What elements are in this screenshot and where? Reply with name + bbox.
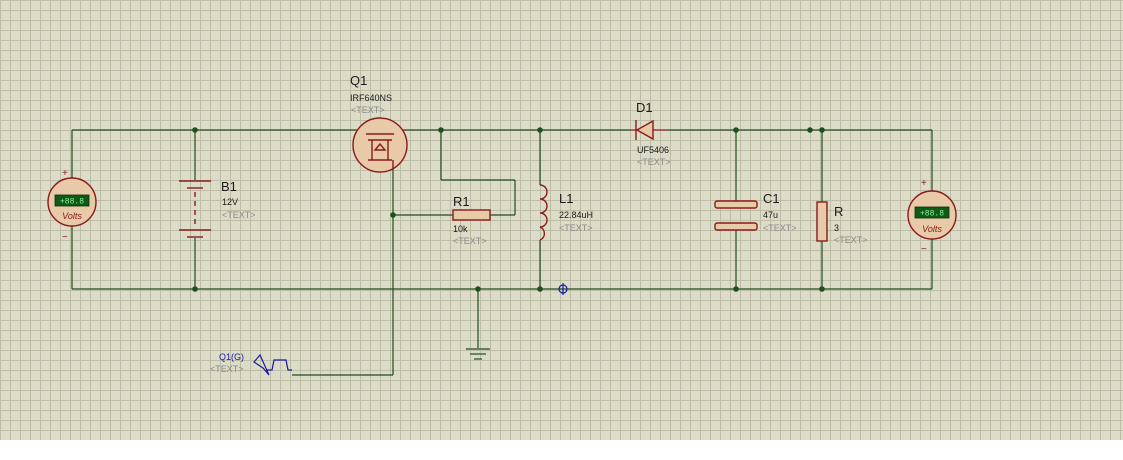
r-ref: R [834, 204, 843, 219]
junction-dot [192, 286, 198, 292]
r1-value: 10k [453, 224, 468, 234]
junction-dot [390, 212, 396, 218]
r1-body [452, 209, 491, 221]
voltmeter-right-minus: − [921, 244, 927, 255]
q1-arrow [373, 142, 387, 151]
b1-ref: B1 [221, 179, 237, 194]
l1-ref: L1 [559, 191, 573, 206]
junction-dot [819, 286, 825, 292]
l1-coil [539, 184, 548, 241]
junctions [192, 127, 825, 292]
voltmeter-right-unit: Volts [922, 224, 942, 234]
junction-dot [192, 127, 198, 133]
voltmeter-right[interactable]: +88.8 Volts + − [907, 178, 957, 255]
voltmeter-right-digits: +88.8 [920, 210, 944, 219]
b1-value: 12V [222, 197, 238, 207]
l1-value: 22.84uH [559, 210, 593, 220]
d1-ref: D1 [636, 100, 653, 115]
junction-dot [819, 127, 825, 133]
q1-tag: <TEXT> [351, 105, 385, 115]
inductor-l1[interactable]: L1 22.84uH <TEXT> [539, 184, 593, 241]
b1-tag: <TEXT> [222, 210, 256, 220]
c1-plate-top [714, 200, 758, 209]
junction-dot [537, 127, 543, 133]
q1-ref: Q1 [350, 73, 367, 88]
generator-tag: <TEXT> [210, 364, 244, 374]
c1-value: 47u [763, 210, 778, 220]
cursor-marker [558, 283, 568, 295]
junction-dot [807, 127, 813, 133]
generator-label: Q1(G) [219, 352, 244, 362]
r-value: 3 [834, 223, 839, 233]
pulse-generator[interactable]: Q1(G) <TEXT> [210, 352, 292, 376]
voltmeter-left[interactable]: +88.8 Volts + − [47, 168, 97, 243]
schematic-drawing: +88.8 Volts + − +88.8 Volts + − B1 12V <… [47, 73, 957, 376]
ground-symbol[interactable] [466, 348, 490, 360]
voltmeter-left-unit: Volts [62, 211, 82, 221]
voltmeter-left-plus: + [62, 168, 68, 179]
capacitor-c1[interactable]: C1 47u <TEXT> [714, 191, 797, 233]
resistor-r1[interactable]: R1 10k <TEXT> [452, 194, 491, 246]
junction-dot [733, 127, 739, 133]
r-tag: <TEXT> [834, 235, 868, 245]
d1-triangle [635, 119, 654, 141]
battery-b1[interactable]: B1 12V <TEXT> [179, 179, 256, 238]
junction-dot [733, 286, 739, 292]
wires [71, 129, 933, 376]
mosfet-q1[interactable]: Q1 IRF640NS <TEXT> [350, 73, 408, 173]
junction-dot [475, 286, 481, 292]
junction-dot [438, 127, 444, 133]
voltmeter-left-display [54, 194, 90, 207]
d1-tag: <TEXT> [637, 157, 671, 167]
bottom-strip [0, 440, 1123, 460]
l1-tag: <TEXT> [559, 223, 593, 233]
d1-value: UF5406 [637, 145, 669, 155]
c1-tag: <TEXT> [763, 223, 797, 233]
voltmeter-left-minus: − [62, 232, 68, 243]
diode-d1[interactable]: D1 UF5406 <TEXT> [630, 100, 671, 167]
c1-plate-bottom [714, 222, 758, 231]
generator-flag [253, 353, 270, 376]
voltmeter-right-display [914, 206, 950, 219]
pulse-wave-icon [266, 359, 292, 371]
resistor-r[interactable]: R 3 <TEXT> [816, 201, 868, 245]
r1-ref: R1 [453, 194, 470, 209]
voltmeter-right-plus: + [921, 178, 927, 189]
q1-value: IRF640NS [350, 93, 392, 103]
c1-ref: C1 [763, 191, 780, 206]
junction-dot [537, 286, 543, 292]
r-body [816, 201, 828, 242]
r1-tag: <TEXT> [453, 236, 487, 246]
voltmeter-left-digits: +88.8 [60, 198, 84, 207]
